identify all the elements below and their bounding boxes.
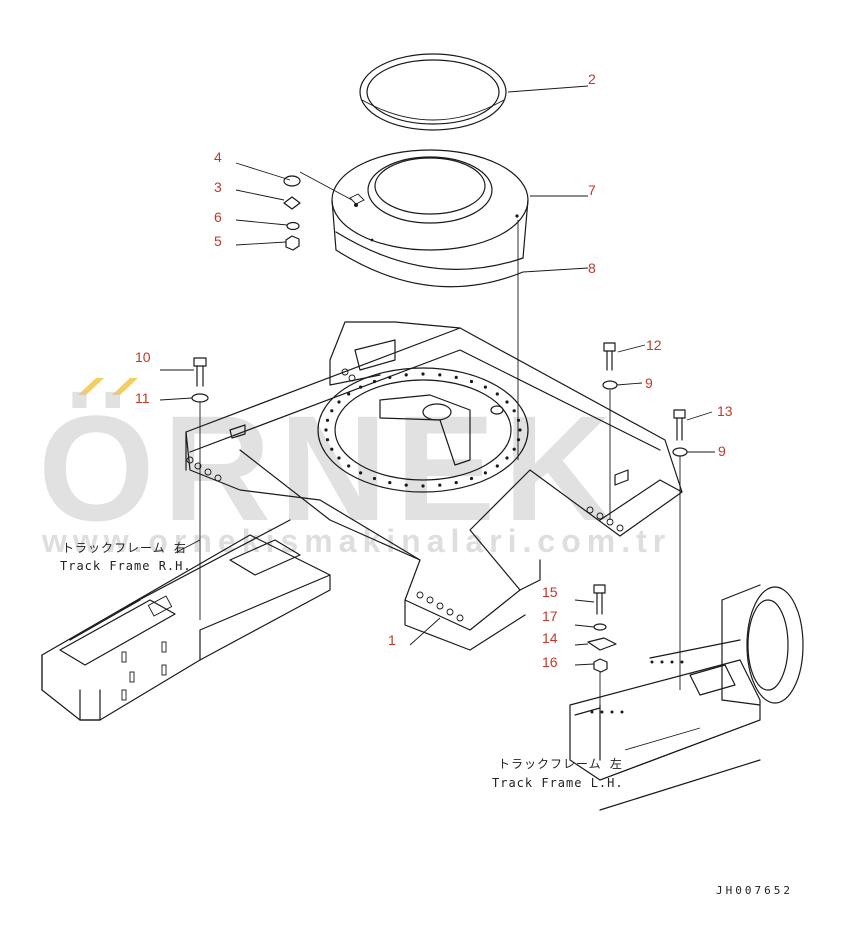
bolt-hole <box>421 484 425 488</box>
plate-3 <box>283 196 301 210</box>
bolt-hole <box>359 471 363 475</box>
bolt-10 <box>193 357 207 387</box>
callout-6: 6 <box>214 209 222 225</box>
bolt-13 <box>673 409 686 441</box>
nut-5 <box>285 235 300 251</box>
captions: トラックフレーム 右 Track Frame R.H. トラックフレーム 左 T… <box>60 540 793 897</box>
washer-9-lower <box>672 447 688 457</box>
callouts: 1 2 3 4 5 6 7 8 9 9 10 11 12 13 14 15 16… <box>135 71 733 670</box>
frame-pad-holes <box>186 368 624 622</box>
bolt-hole <box>483 385 487 389</box>
callout-10: 10 <box>135 349 151 365</box>
swing-circle-cover <box>331 149 529 288</box>
bolt-hole <box>454 481 458 485</box>
caption-lh-en: Track Frame L.H. <box>492 776 624 790</box>
washer-4 <box>283 175 301 187</box>
bolt-15 <box>593 584 606 615</box>
bolt-12 <box>603 342 616 371</box>
watermark: ÖRNEK www.ornekismakinalari.com.tr <box>38 378 671 559</box>
bolt-hole <box>454 375 458 379</box>
caption-lh-jp: トラックフレーム 左 <box>498 756 623 771</box>
washer-6 <box>286 221 300 231</box>
bolt-hole <box>505 400 509 404</box>
bolt-hole <box>438 373 442 377</box>
callout-4: 4 <box>214 149 222 165</box>
bolt-hole <box>404 373 408 377</box>
watermark-accent-mark <box>78 378 104 395</box>
caption-rh-en: Track Frame R.H. <box>60 559 192 573</box>
bolt-hole <box>404 483 408 487</box>
bolt-hole <box>324 428 328 432</box>
callout-1: 1 <box>388 632 396 648</box>
bolt-hole <box>438 483 442 487</box>
bolt-hole <box>469 379 474 384</box>
plate-14 <box>587 637 617 651</box>
bolt-hole <box>469 476 474 481</box>
watermark-brand: ÖRNEK <box>38 384 620 552</box>
bolt-hole <box>325 418 330 422</box>
drawing-code: JH007652 <box>716 884 793 897</box>
bolt-hole <box>516 418 521 422</box>
fastener-stack-left <box>283 175 301 251</box>
bolt-hole <box>325 438 330 442</box>
callout-2: 2 <box>588 71 596 87</box>
leader-lines <box>159 85 715 751</box>
watermark-accent-mark <box>112 378 138 395</box>
assembly-lines <box>199 220 681 705</box>
callout-15: 15 <box>542 584 558 600</box>
bolt-hole <box>512 409 516 413</box>
bolt-hole <box>330 409 334 413</box>
center-frame <box>185 321 683 651</box>
callout-9-lower: 9 <box>718 443 726 459</box>
bolt-hole <box>347 464 351 468</box>
callout-9-upper: 9 <box>645 375 653 391</box>
bolt-hole <box>337 456 341 460</box>
bolt-hole <box>495 464 499 468</box>
bolt-hole <box>483 471 487 475</box>
bolt-hole <box>421 372 425 376</box>
bolt-hole <box>505 456 509 460</box>
bolt-hole <box>388 481 392 485</box>
callout-3: 3 <box>214 179 222 195</box>
watermark-url: www.ornekismakinalari.com.tr <box>41 523 671 559</box>
callout-13: 13 <box>717 403 733 419</box>
idler-wheel <box>721 584 804 706</box>
callout-11: 11 <box>135 390 150 406</box>
callout-8: 8 <box>588 260 596 276</box>
bolt-hole <box>359 385 363 389</box>
bolt-hole <box>372 379 377 384</box>
callout-5: 5 <box>214 233 222 249</box>
bolt-hole <box>512 447 516 451</box>
bolt-hole <box>495 392 499 396</box>
bolt-hole <box>337 400 341 404</box>
track-frame-rh <box>41 519 331 721</box>
bolt-hole <box>330 447 334 451</box>
bolt-hole <box>518 428 522 432</box>
callout-7: 7 <box>588 182 596 198</box>
bolt-hole-ring <box>324 372 522 488</box>
callout-14: 14 <box>542 630 558 646</box>
callout-16: 16 <box>542 654 558 670</box>
track-frame-lh <box>569 584 804 811</box>
seal-ring <box>359 53 507 131</box>
bolt-hole <box>347 392 351 396</box>
callout-17: 17 <box>542 608 558 624</box>
bolt-hole <box>388 375 392 379</box>
bolt-hole <box>372 476 377 481</box>
caption-rh-jp: トラックフレーム 右 <box>62 540 187 555</box>
washer-17 <box>593 623 607 631</box>
callout-12: 12 <box>646 337 662 353</box>
bolt-hole <box>516 438 521 442</box>
nut-16 <box>593 658 608 673</box>
